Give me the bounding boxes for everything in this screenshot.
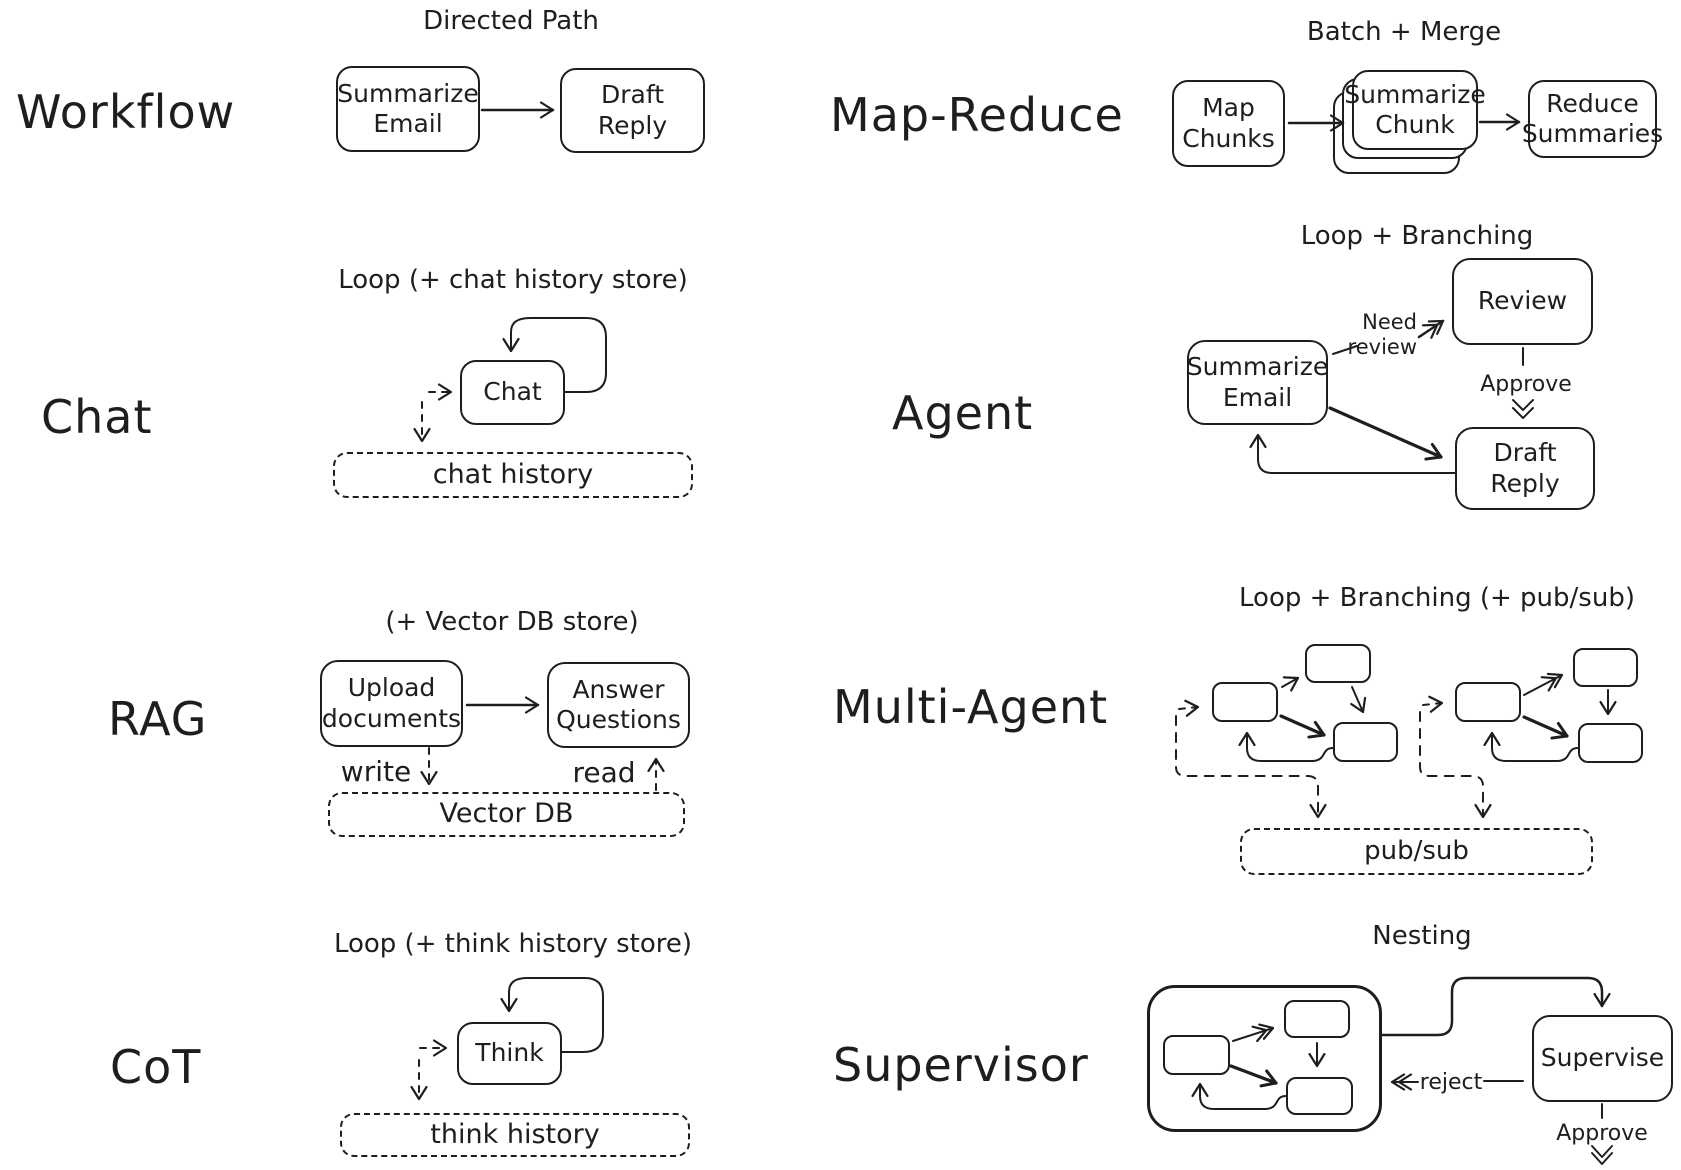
- rag-label: RAG: [108, 692, 208, 746]
- vector-db-store: Vector DB: [328, 792, 685, 837]
- supervisor-inner-bottom-node: [1286, 1077, 1353, 1115]
- think-history-store: think history: [340, 1113, 690, 1157]
- supervisor-reject-edge-label: reject: [1419, 1070, 1483, 1095]
- agent-draft-reply-node: Draft Reply: [1455, 427, 1595, 510]
- cluster1-entry-dashed-arrow: [1178, 699, 1200, 717]
- answer-questions-node: Answer Questions: [547, 662, 690, 748]
- review-to-draft-arrowhead: [1512, 399, 1534, 419]
- draft-to-summarize-loop-arrow: [1249, 433, 1456, 474]
- multi-agent-title: Loop + Branching (+ pub/sub): [1239, 583, 1635, 613]
- supervisor-label: Supervisor: [833, 1038, 1089, 1092]
- supervisor-inner-top-node: [1284, 1000, 1350, 1038]
- cluster1-top-to-bottom-arrow: [1350, 686, 1367, 714]
- map-reduce-label: Map-Reduce: [830, 88, 1124, 142]
- agent-summarize-email-node: Summarize Email: [1187, 340, 1328, 425]
- cluster2-left-to-bottom-arrow: [1522, 715, 1569, 740]
- summarize-to-review-arrow: [1417, 319, 1445, 339]
- cluster1-loop-arrow: [1238, 731, 1334, 762]
- reduce-summaries-node: Reduce Summaries: [1522, 80, 1663, 158]
- supervise-node: Supervise: [1532, 1015, 1673, 1102]
- workflow-draft-reply-node: Draft Reply: [560, 68, 705, 153]
- chat-node: Chat: [460, 360, 565, 425]
- multi-agent-cluster2-bottom-node: [1578, 723, 1643, 763]
- cluster2-left-to-top-arrow: [1523, 672, 1564, 696]
- summarize-to-draft-arrow: [1328, 406, 1443, 461]
- map-chunks-node: Map Chunks: [1172, 80, 1285, 167]
- multi-agent-cluster1-top-node: [1305, 644, 1371, 683]
- summarize-chunk-node: Summarize Chunk: [1344, 70, 1486, 150]
- cluster1-pubsub-dashed-arrow: [1175, 715, 1327, 819]
- multi-agent-cluster2-left-node: [1455, 682, 1521, 722]
- pub-sub-store: pub/sub: [1240, 828, 1593, 875]
- map-reduce-title: Batch + Merge: [1306, 17, 1502, 47]
- agent-approve-edge-label: Approve: [1480, 372, 1572, 397]
- rag-read-edge-label: read: [572, 756, 636, 789]
- chat-title: Loop (+ chat history store): [338, 265, 688, 295]
- cluster2-entry-dashed-arrow: [1422, 695, 1444, 713]
- supervise-approve-arrowhead: [1591, 1145, 1613, 1165]
- upload-documents-node: Upload documents: [320, 660, 463, 747]
- cot-title: Loop (+ think history store): [333, 929, 693, 959]
- workflow-label: Workflow: [16, 85, 236, 139]
- rag-write-edge-label: write: [340, 755, 412, 788]
- supervisor-approve-edge-label: Approve: [1556, 1121, 1648, 1146]
- cluster1-left-to-bottom-arrow: [1279, 714, 1326, 739]
- agent-label: Agent: [892, 386, 1034, 440]
- multi-agent-cluster1-left-node: [1212, 682, 1278, 722]
- cluster2-loop-arrow: [1483, 731, 1579, 762]
- need-review-edge-label: Need review: [1347, 310, 1417, 359]
- think-node: Think: [457, 1022, 562, 1085]
- rag-title: (+ Vector DB store): [385, 607, 639, 637]
- supervisor-inner-left-node: [1163, 1035, 1230, 1075]
- multi-agent-label: Multi-Agent: [833, 680, 1109, 734]
- multi-agent-cluster2-top-node: [1573, 648, 1638, 687]
- workflow-summarize-email-node: Summarize Email: [336, 66, 480, 152]
- cluster2-pubsub-dashed-arrow: [1419, 711, 1492, 819]
- multi-agent-cluster1-bottom-node: [1333, 722, 1398, 762]
- agent-title: Loop + Branching: [1300, 221, 1534, 251]
- chat-history-store: chat history: [333, 452, 693, 498]
- agent-review-node: Review: [1452, 258, 1593, 345]
- supervisor-title: Nesting: [1372, 921, 1472, 951]
- workflow-title: Directed Path: [423, 6, 599, 36]
- cot-label: CoT: [110, 1040, 202, 1094]
- chat-label: Chat: [41, 390, 153, 444]
- cluster1-left-to-top-arrow: [1281, 676, 1300, 692]
